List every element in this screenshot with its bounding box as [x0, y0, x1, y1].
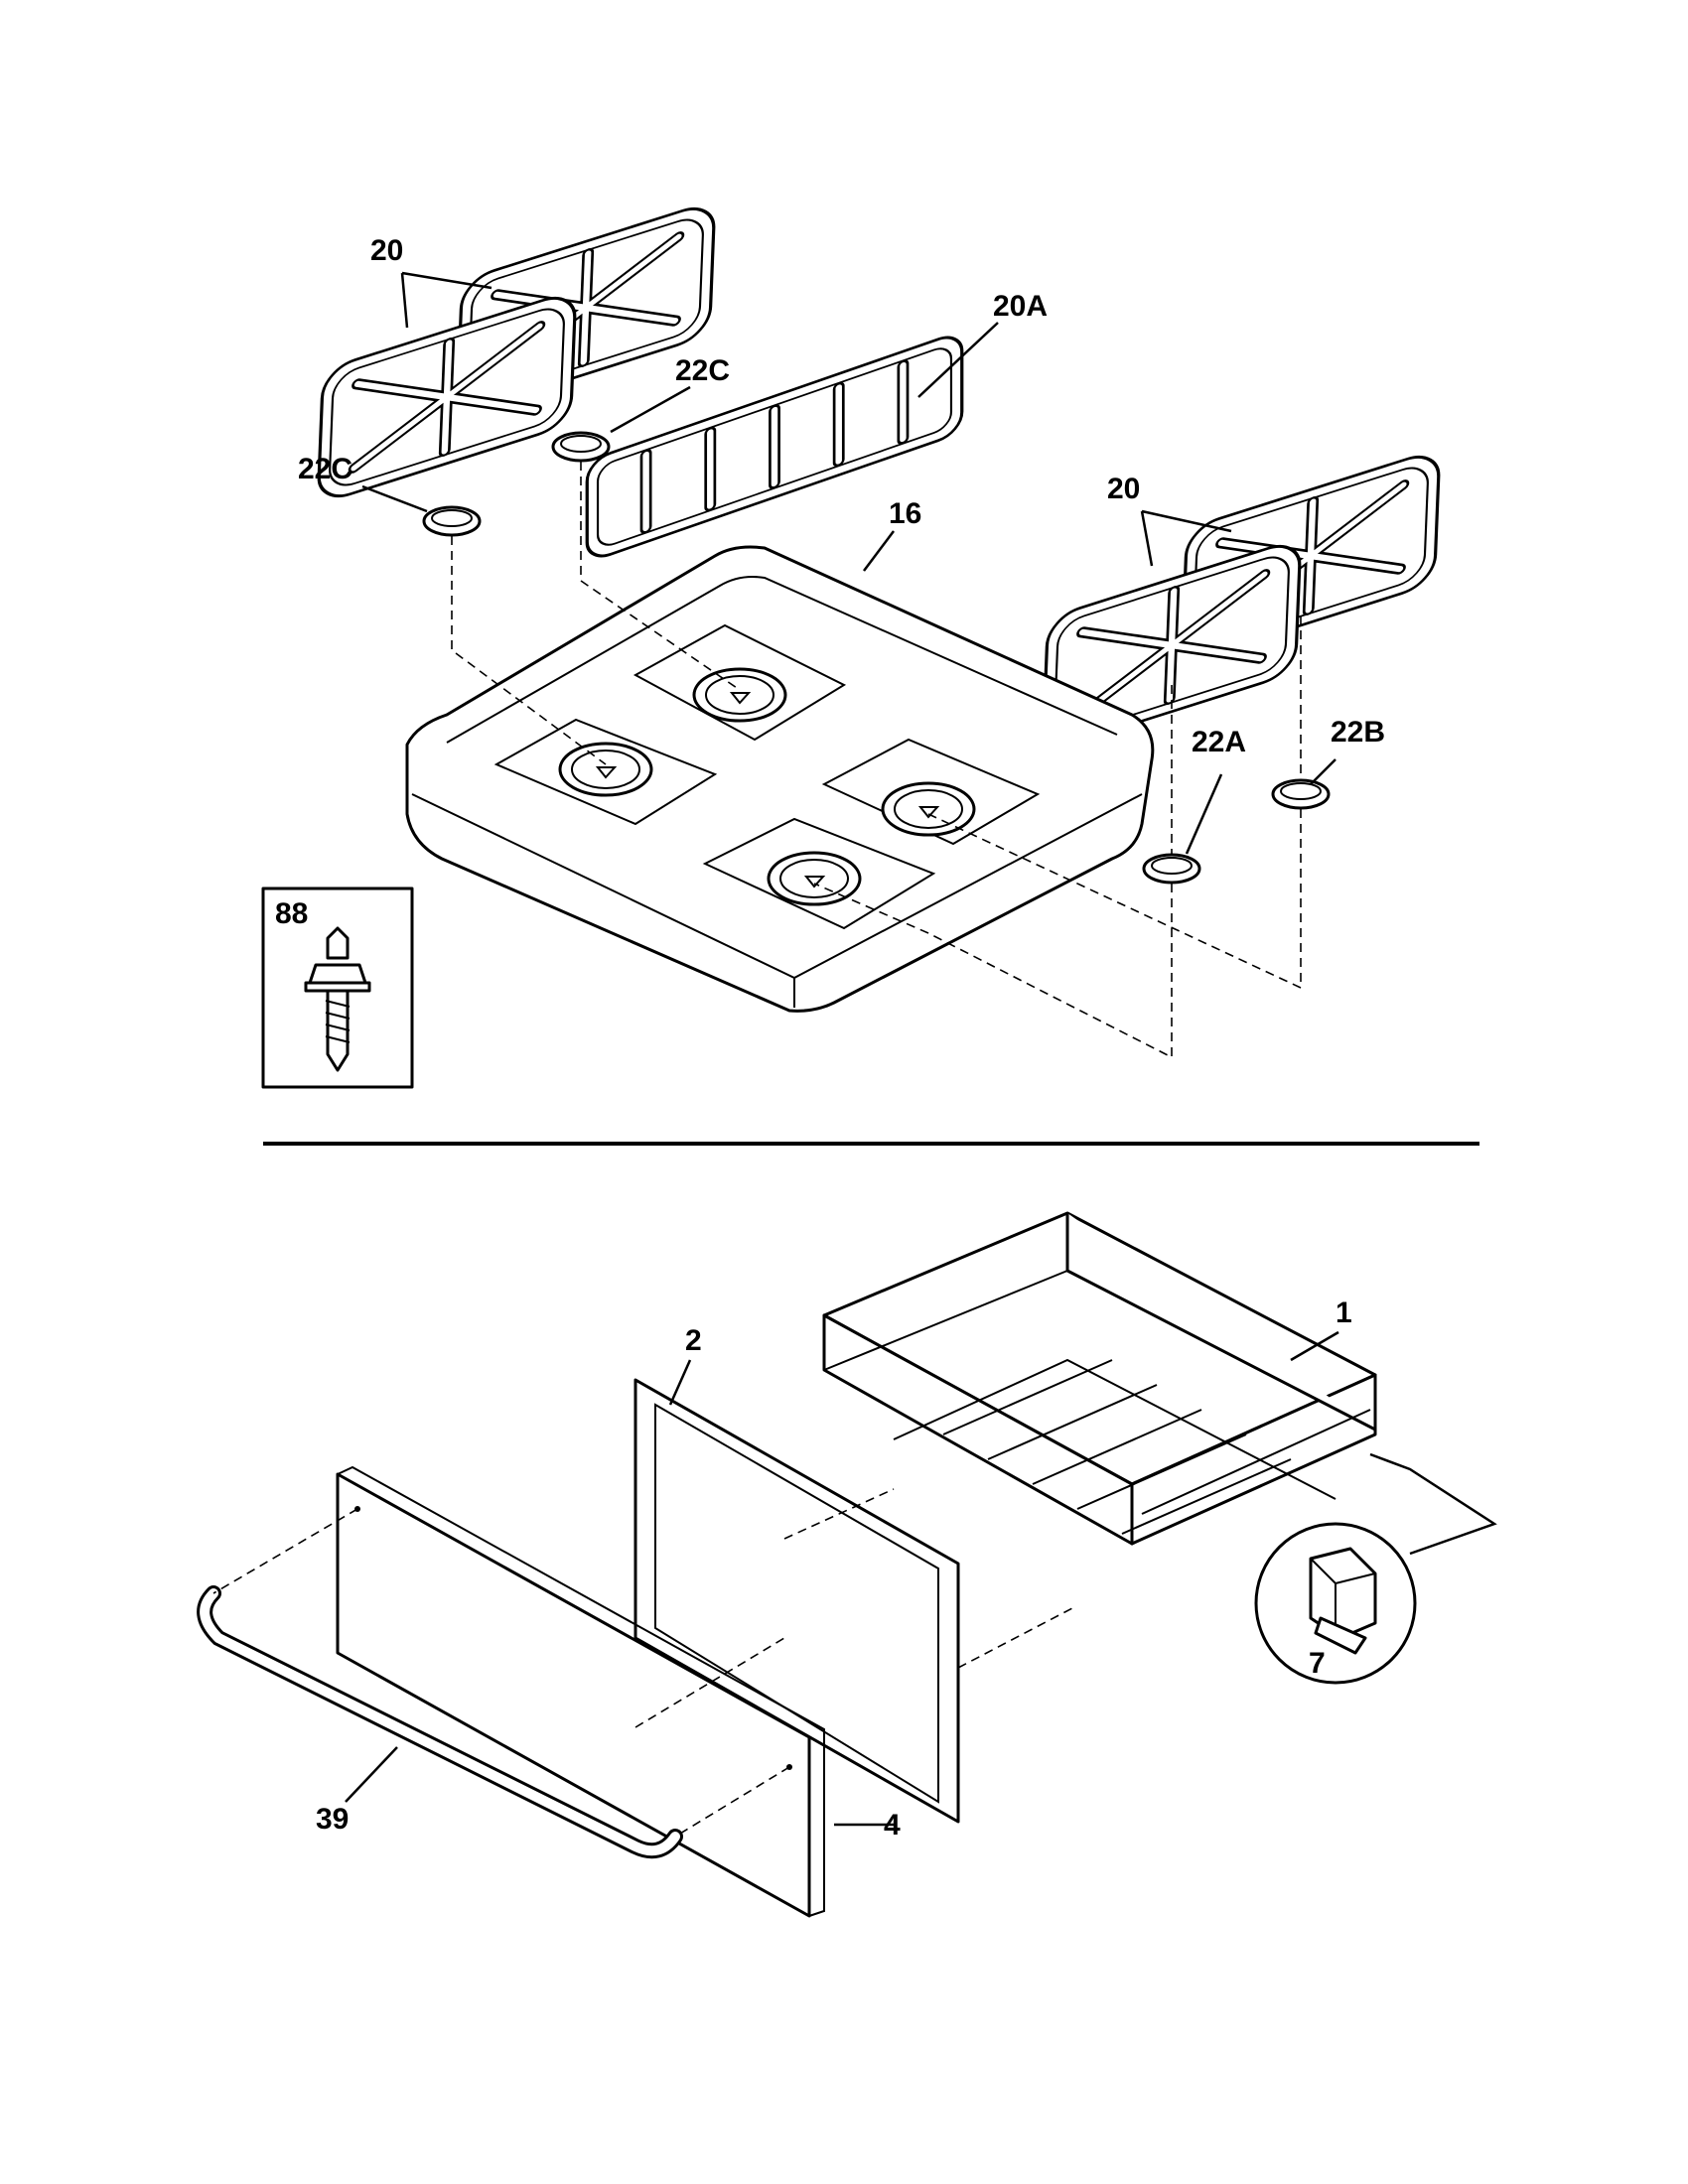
drawer-handle — [197, 1585, 683, 1859]
label-handle: 39 — [316, 1803, 349, 1836]
label-grates-left: 20 — [370, 234, 403, 267]
screw-inset — [261, 887, 414, 1089]
label-glide-inset: 7 — [1309, 1647, 1326, 1680]
alignment-lines-top — [451, 462, 1302, 1059]
cooktop — [405, 545, 1155, 1013]
alignment-lines-bottom — [212, 1488, 1073, 1838]
label-grates-right: 20 — [1107, 473, 1140, 505]
burner-cap-left-upper — [551, 431, 611, 463]
grate-left-front — [318, 290, 576, 504]
leaders-top — [361, 271, 1336, 855]
label-center-grate: 20A — [993, 290, 1048, 323]
label-cap-left-lower: 22C — [298, 453, 352, 485]
leaders-bottom — [345, 1330, 1497, 1827]
drawer-front — [336, 1465, 825, 1918]
burner-cap-left-lower — [422, 505, 482, 537]
label-screw-inset: 88 — [275, 897, 308, 930]
label-cooktop: 16 — [889, 497, 921, 530]
label-cap-right-front: 22A — [1192, 726, 1246, 758]
label-drawer-body: 1 — [1336, 1297, 1352, 1329]
center-grate — [585, 336, 964, 558]
drawer-liner — [633, 1378, 960, 1824]
glide-inset — [1254, 1522, 1417, 1685]
burner-cap-right-rear — [1271, 778, 1331, 810]
burner-cap-right-front — [1142, 853, 1201, 885]
label-cap-right-rear: 22B — [1331, 716, 1385, 749]
label-drawer-front: 4 — [884, 1809, 901, 1842]
label-cap-left-upper: 22C — [675, 354, 730, 387]
label-drawer-liner: 2 — [685, 1324, 702, 1357]
drawer-body — [822, 1211, 1377, 1546]
